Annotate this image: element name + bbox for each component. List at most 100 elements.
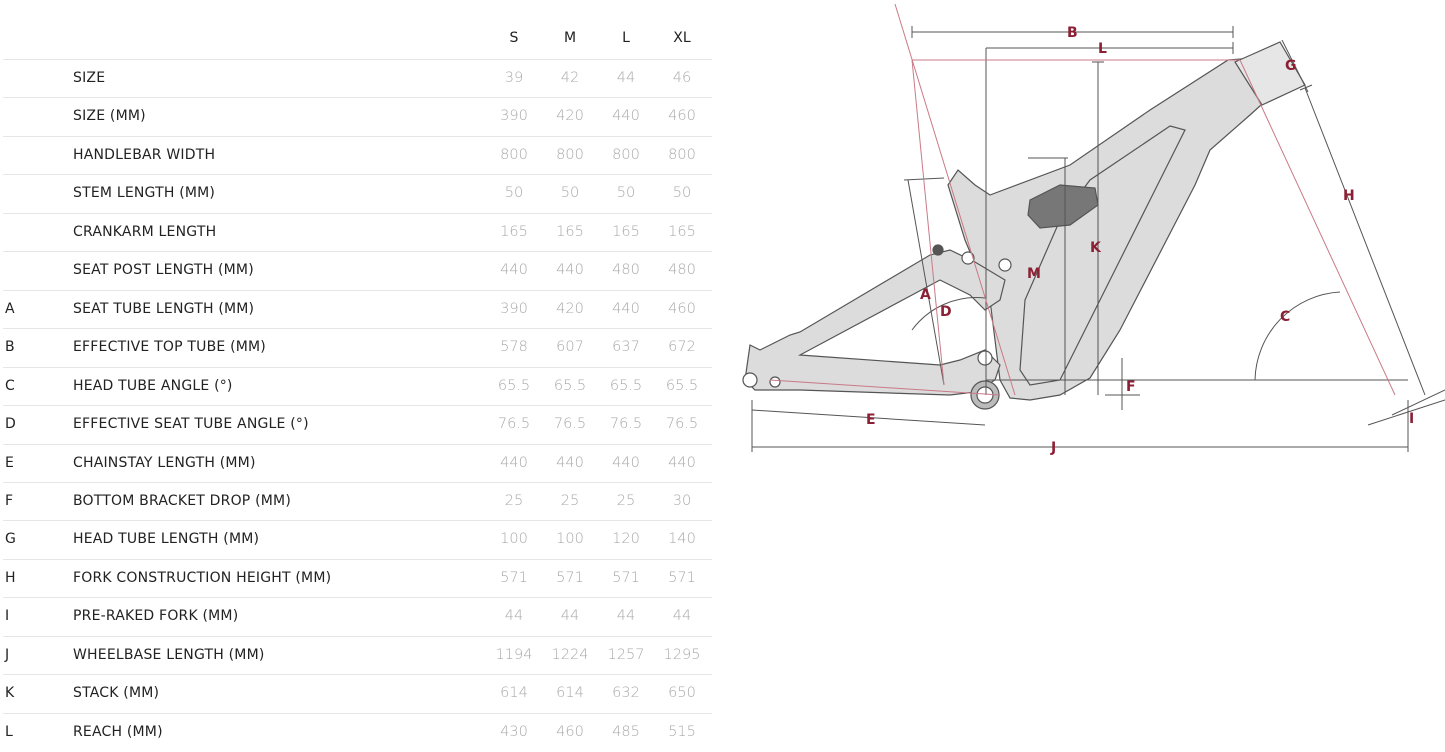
value-cell: 1194 bbox=[495, 646, 533, 663]
value-cell: 632 bbox=[612, 685, 640, 702]
value-cell: 672 bbox=[668, 339, 696, 356]
size-header-s: S bbox=[509, 30, 519, 46]
value-cell: 440 bbox=[612, 454, 640, 471]
value-cell: 614 bbox=[500, 685, 528, 702]
label-m: M bbox=[1027, 266, 1041, 282]
value-cell: 578 bbox=[500, 339, 528, 356]
value-cell: 65.5 bbox=[497, 377, 531, 394]
label-a: A bbox=[920, 287, 931, 303]
value-cell: 485 bbox=[612, 723, 640, 740]
dimension-labels: B L G H K M A D C F E I J bbox=[866, 25, 1414, 456]
dimension-letter: A bbox=[5, 300, 15, 317]
value-cell: 65.5 bbox=[609, 377, 643, 394]
value-cell: 440 bbox=[500, 262, 528, 279]
label-i: I bbox=[1409, 411, 1414, 427]
value-cell: 44 bbox=[616, 608, 636, 625]
row-label: BOTTOM BRACKET DROP (MM) bbox=[73, 492, 291, 509]
value-cell: 420 bbox=[556, 108, 584, 125]
value-cell: 571 bbox=[668, 569, 696, 586]
value-cell: 571 bbox=[500, 569, 528, 586]
value-cell: 50 bbox=[616, 185, 636, 202]
value-cell: 44 bbox=[616, 70, 636, 86]
dimension-letter: L bbox=[5, 723, 13, 740]
value-cell: 800 bbox=[556, 146, 584, 163]
row-label: HEAD TUBE ANGLE (°) bbox=[73, 377, 233, 394]
value-cell: 76.5 bbox=[497, 416, 531, 433]
size-header-xl: XL bbox=[673, 30, 691, 46]
label-d: D bbox=[940, 304, 952, 320]
dimension-lines bbox=[751, 26, 1445, 452]
value-cell: 800 bbox=[668, 146, 696, 163]
row-label: SIZE bbox=[73, 70, 106, 86]
label-g: G bbox=[1285, 58, 1297, 74]
value-cell: 480 bbox=[612, 262, 640, 279]
value-cell: 571 bbox=[556, 569, 584, 586]
value-cell: 65.5 bbox=[665, 377, 699, 394]
value-cell: 440 bbox=[556, 262, 584, 279]
row-label: SIZE (MM) bbox=[73, 108, 146, 125]
row-label: CHAINSTAY LENGTH (MM) bbox=[73, 454, 256, 471]
dimension-letter: B bbox=[5, 339, 15, 356]
dimension-letter: C bbox=[5, 377, 15, 394]
rear-swingarm bbox=[744, 249, 1006, 396]
dimension-letter: F bbox=[5, 492, 14, 509]
value-cell: 637 bbox=[612, 339, 640, 356]
value-cell: 440 bbox=[612, 300, 640, 317]
value-cell: 100 bbox=[556, 531, 584, 548]
row-label: EFFECTIVE TOP TUBE (MM) bbox=[73, 339, 266, 356]
value-cell: 165 bbox=[556, 223, 584, 240]
value-cell: 430 bbox=[500, 723, 528, 740]
label-h: H bbox=[1343, 188, 1355, 204]
size-header-l: L bbox=[622, 30, 630, 46]
value-cell: 44 bbox=[504, 608, 524, 625]
value-cell: 800 bbox=[612, 146, 640, 163]
value-cell: 390 bbox=[500, 300, 528, 317]
label-e: E bbox=[866, 412, 876, 428]
row-label: CRANKARM LENGTH bbox=[73, 223, 217, 240]
row-label: STACK (MM) bbox=[73, 685, 160, 702]
value-cell: 165 bbox=[500, 223, 528, 240]
row-label: PRE-RAKED FORK (MM) bbox=[73, 608, 239, 625]
value-cell: 76.5 bbox=[609, 416, 643, 433]
row-label: HEAD TUBE LENGTH (MM) bbox=[73, 531, 260, 548]
value-cell: 120 bbox=[612, 531, 640, 548]
value-cell: 30 bbox=[672, 492, 692, 509]
bike-geometry-diagram: B L G H K M A D C F E I J bbox=[742, 3, 1445, 456]
size-header-m: M bbox=[563, 30, 577, 46]
label-c: C bbox=[1280, 309, 1290, 325]
value-cell: 800 bbox=[500, 146, 528, 163]
row-label: FORK CONSTRUCTION HEIGHT (MM) bbox=[73, 569, 332, 586]
table-row: B EFFECTIVE TOP TUBE (MM) 578 607 637 672 bbox=[3, 328, 712, 367]
dimension-letter: K bbox=[5, 685, 15, 702]
label-f: F bbox=[1126, 379, 1136, 395]
value-cell: 25 bbox=[560, 492, 580, 509]
value-cell: 76.5 bbox=[665, 416, 699, 433]
value-cell: 515 bbox=[668, 723, 696, 740]
dimension-letter: J bbox=[5, 646, 10, 663]
value-cell: 165 bbox=[612, 223, 640, 240]
value-cell: 440 bbox=[612, 108, 640, 125]
dimension-letter: E bbox=[5, 454, 14, 471]
rear-axle bbox=[742, 372, 758, 388]
value-cell: 607 bbox=[556, 339, 584, 356]
value-cell: 25 bbox=[504, 492, 524, 509]
dimension-letter: H bbox=[5, 569, 16, 586]
value-cell: 165 bbox=[668, 223, 696, 240]
row-label: SEAT TUBE LENGTH (MM) bbox=[73, 300, 255, 317]
value-cell: 440 bbox=[556, 454, 584, 471]
